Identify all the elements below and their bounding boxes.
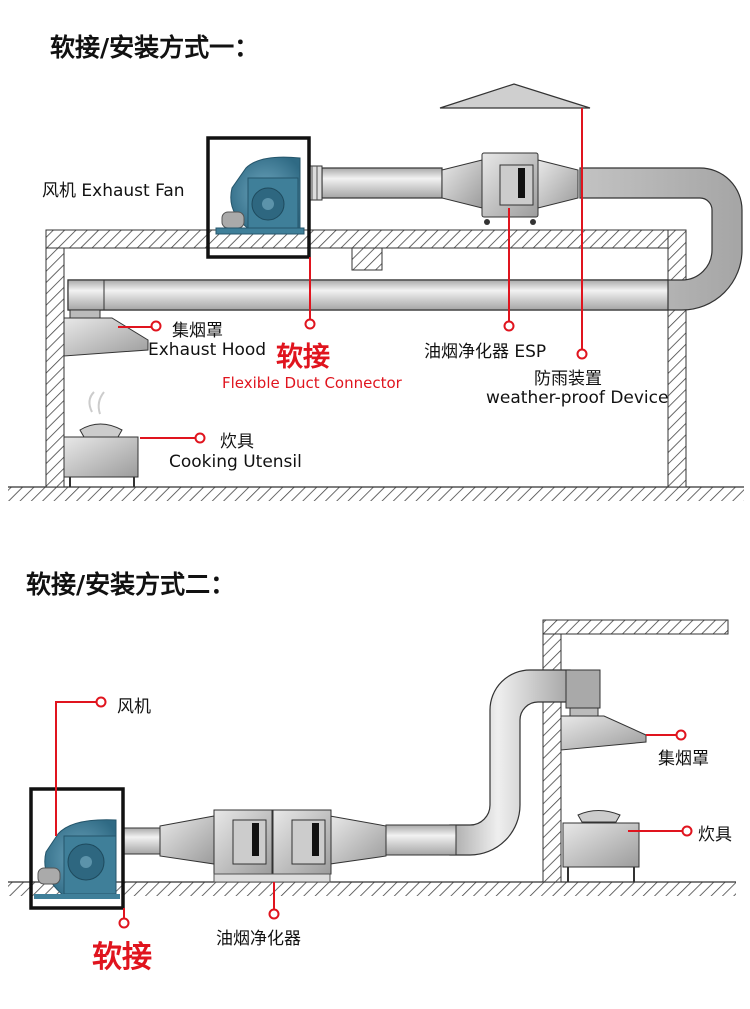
- flexible-connector-icon: [307, 165, 323, 201]
- hood-label: 集烟罩: [658, 749, 709, 769]
- stove-icon: [63, 391, 139, 487]
- cooker-label-cn: 炊具: [220, 432, 254, 452]
- right-wall: [667, 229, 687, 488]
- stove-icon: [562, 810, 640, 882]
- method2-diagram: [8, 619, 736, 929]
- hood-label-en: Exhaust Hood: [148, 340, 267, 360]
- connector-label-cn: 软接: [276, 342, 330, 373]
- roof-duct: [321, 167, 443, 199]
- connector-label: 软接: [92, 940, 152, 975]
- exhaust-hood-icon: [560, 707, 647, 751]
- esp-unit-icon: [441, 152, 579, 225]
- s-duct: [449, 669, 571, 856]
- left-wall: [45, 229, 65, 488]
- connector-label-en: Flexible Duct Connector: [222, 374, 402, 392]
- roof-slab: [45, 229, 687, 249]
- hood-collar: [565, 669, 601, 709]
- cooker-label-en: Cooking Utensil: [169, 452, 302, 472]
- method1-diagram: [8, 83, 744, 501]
- roof: [542, 619, 729, 635]
- esp-label: 油烟净化器 ESP: [424, 342, 547, 362]
- exhaust-hood-icon: [63, 309, 149, 357]
- method1-callouts: [118, 108, 588, 444]
- method1-title: 软接/安装方式一：: [50, 33, 260, 62]
- fan-label: 风机 Exhaust Fan: [42, 181, 185, 201]
- wall: [542, 619, 562, 883]
- fan-highlight-frame: [29, 787, 125, 910]
- fan-label: 风机: [117, 697, 151, 717]
- hood-label-cn: 集烟罩: [172, 321, 223, 341]
- esp-unit-icon: [159, 809, 387, 883]
- ground-hatch: [8, 487, 744, 501]
- indoor-duct: [67, 279, 669, 311]
- method2-title: 软接/安装方式二：: [26, 570, 236, 599]
- exhaust-fan-icon: [34, 819, 120, 899]
- fan-highlight-frame: [206, 136, 311, 259]
- esp-label: 油烟净化器: [216, 929, 301, 949]
- weather-proof-label-cn: 防雨装置: [534, 369, 602, 389]
- exhaust-fan-icon: [215, 156, 305, 235]
- cooker-label: 炊具: [698, 825, 732, 845]
- weather-proof-label-en: weather-proof Device: [486, 388, 669, 408]
- method2-callouts: [55, 696, 693, 929]
- rain-cap-icon: [439, 83, 591, 109]
- beam: [351, 247, 383, 271]
- ground-hatch: [8, 882, 736, 896]
